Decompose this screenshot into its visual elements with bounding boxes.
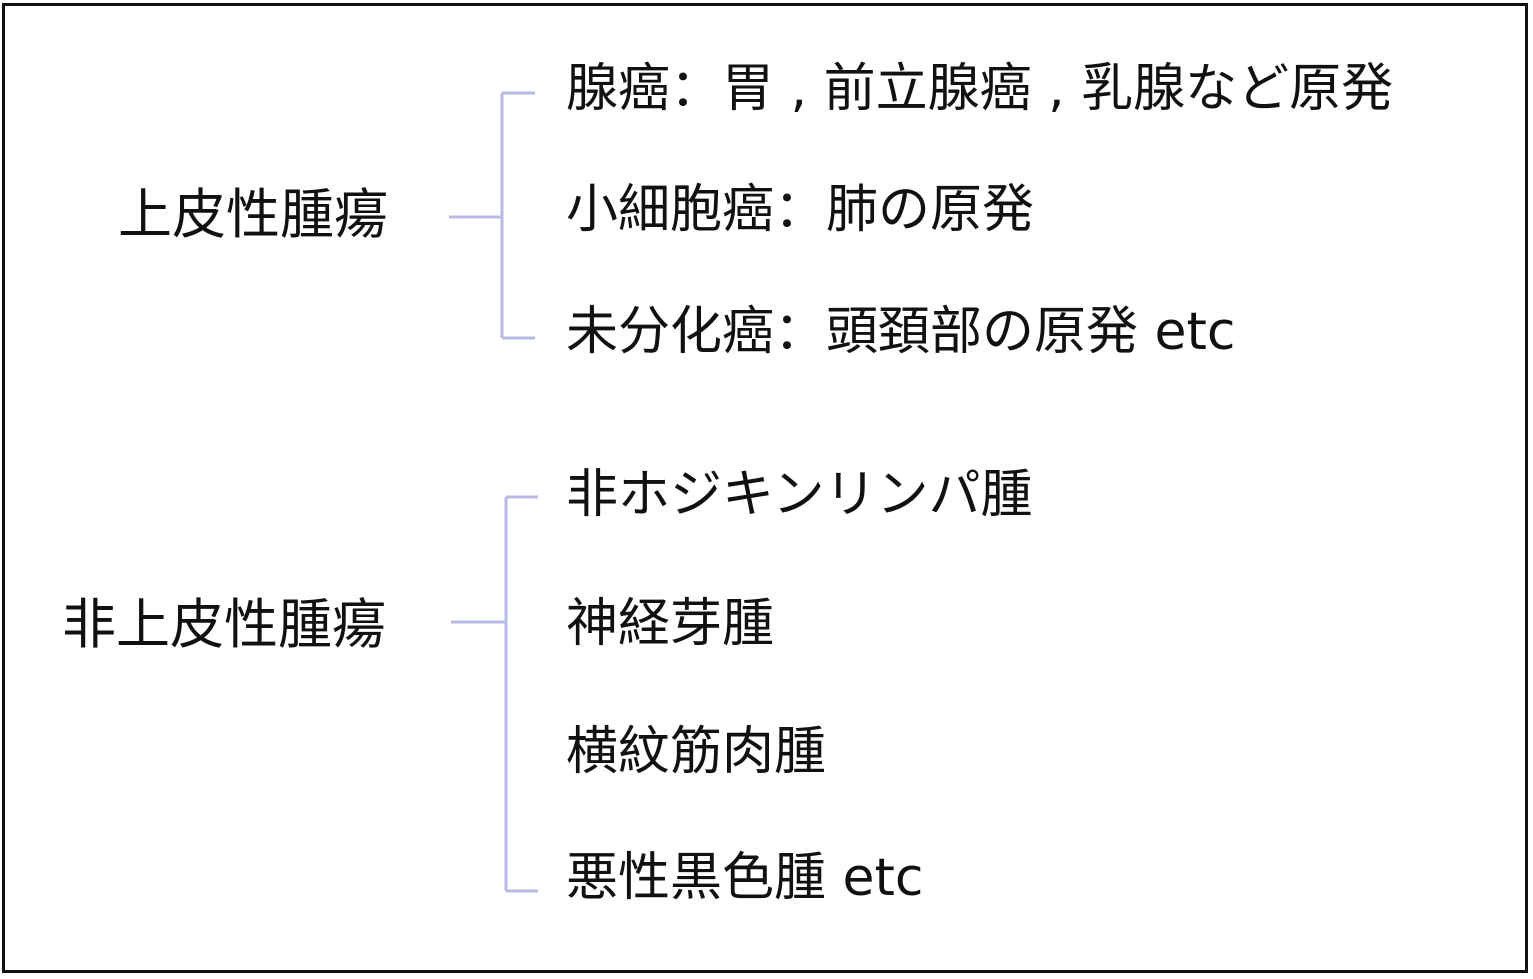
diagram-frame: [2, 3, 1528, 973]
nonepithelial-bracket: [451, 495, 538, 893]
rhabdomyosarcoma-item: 横紋筋肉腫: [566, 722, 827, 782]
adenocarcinoma-item: 腺癌：胃 , 前立腺癌 , 乳腺など原発: [566, 59, 1394, 119]
small-cell-carcinoma-item: 小細胞癌：肺の原発: [566, 180, 1035, 240]
undifferentiated-carcinoma-item: 未分化癌：頭頚部の原発 etc: [566, 302, 1236, 362]
epithelial-bracket: [449, 91, 535, 340]
epithelial-tumor-label: 上皮性腫瘍: [118, 183, 388, 246]
neuroblastoma-item: 神経芽腫: [566, 594, 775, 654]
malignant-melanoma-item: 悪性黒色腫 etc: [566, 848, 924, 908]
non-hodgkin-lymphoma-item: 非ホジキンリンパ腫: [566, 465, 1033, 525]
non-epithelial-tumor-label: 非上皮性腫瘍: [62, 593, 386, 656]
